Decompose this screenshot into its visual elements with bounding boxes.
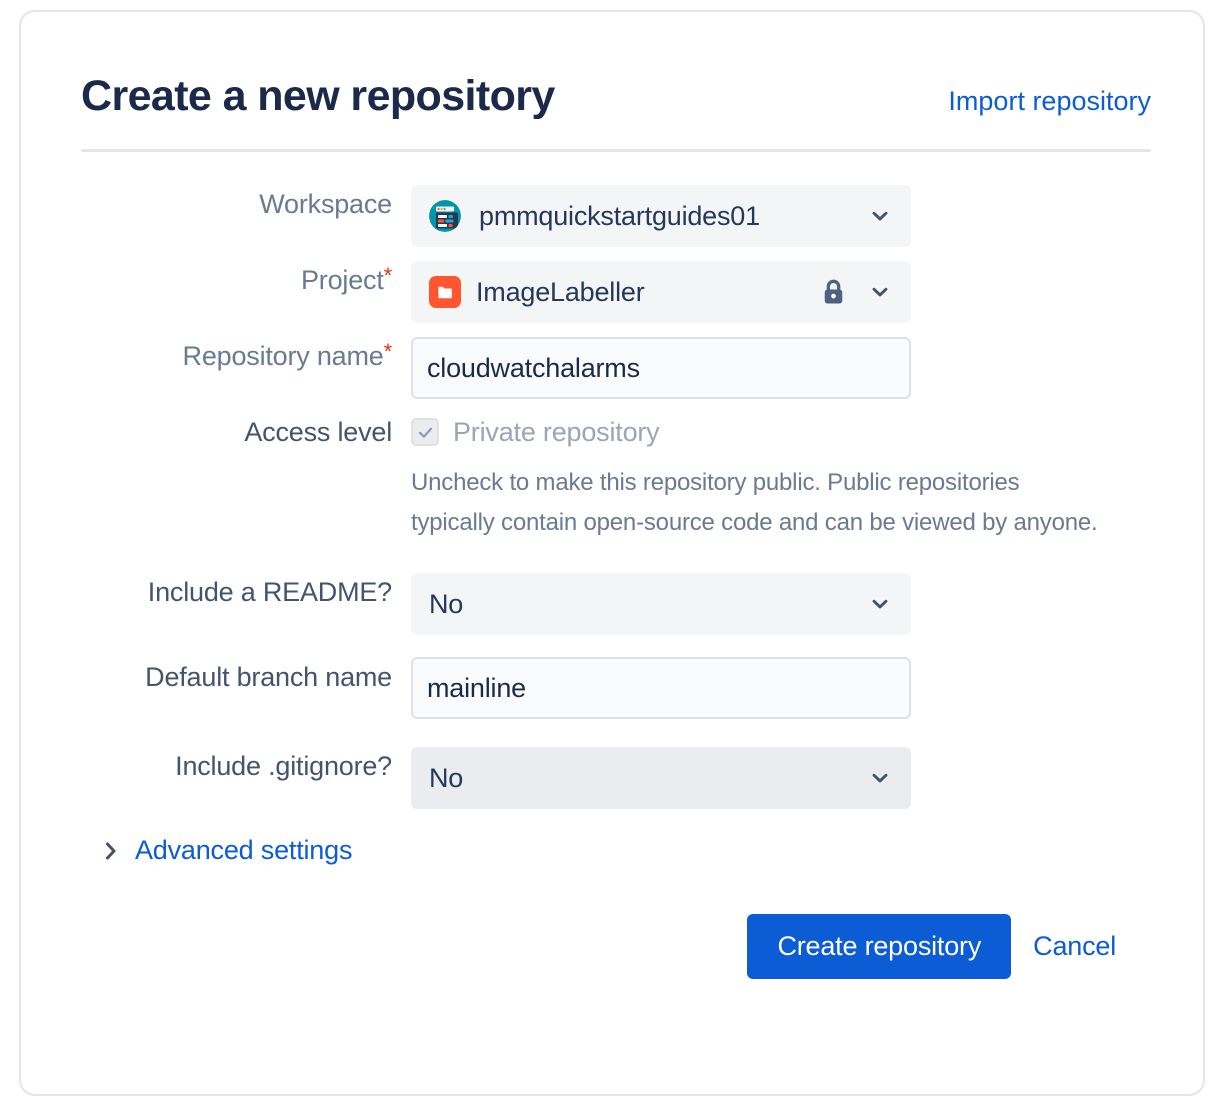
check-icon	[418, 427, 432, 438]
default-branch-name-input[interactable]	[411, 657, 911, 720]
workspace-control: pmmquickstartguides01	[411, 185, 1151, 248]
field-row-repository-name: Repository name*	[81, 337, 1151, 400]
import-repository-link[interactable]: Import repository	[948, 86, 1151, 116]
private-repository-label: Private repository	[453, 416, 660, 447]
chevron-down-icon	[869, 205, 891, 227]
repository-name-label-text: Repository name	[182, 341, 384, 372]
repository-name-input[interactable]	[411, 337, 911, 400]
project-label-text: Project	[300, 265, 384, 296]
lock-icon	[820, 277, 847, 307]
workspace-select[interactable]: pmmquickstartguides01	[411, 185, 911, 248]
project-folder-icon	[429, 276, 461, 309]
include-readme-value: No	[429, 588, 464, 619]
access-level-control: Private repository Uncheck to make this …	[411, 413, 1151, 543]
dialog-footer: Create repository Cancel	[81, 914, 1151, 980]
card-content: Create a new repository Import repositor…	[21, 12, 1203, 980]
chevron-down-icon	[869, 767, 891, 789]
include-gitignore-value: No	[429, 762, 464, 793]
advanced-settings-label: Advanced settings	[135, 835, 353, 866]
include-gitignore-control: No	[411, 747, 1151, 810]
field-row-project: Project* ImageLabeller	[81, 261, 1151, 324]
access-level-label: Access level	[244, 417, 392, 448]
header-divider	[81, 149, 1151, 153]
default-branch-name-label: Default branch name	[145, 662, 392, 693]
field-row-include-gitignore: Include .gitignore? No	[81, 747, 1151, 810]
advanced-settings-toggle[interactable]: Advanced settings	[103, 835, 352, 866]
project-label: Project*	[81, 261, 411, 299]
include-readme-control: No	[411, 573, 1151, 636]
project-select[interactable]: ImageLabeller	[411, 261, 911, 324]
default-branch-name-control	[411, 657, 1151, 720]
include-gitignore-select[interactable]: No	[411, 747, 911, 810]
field-row-include-readme: Include a README? No	[81, 573, 1151, 636]
include-readme-label: Include a README?	[147, 577, 392, 608]
workspace-label: Workspace	[259, 189, 392, 220]
project-control: ImageLabeller	[411, 261, 1151, 324]
page-title: Create a new repository	[81, 72, 555, 120]
workspace-value: pmmquickstartguides01	[479, 200, 760, 231]
repository-name-required-marker: *	[383, 339, 393, 365]
include-readme-select[interactable]: No	[411, 573, 911, 636]
repository-name-label: Repository name*	[81, 337, 411, 375]
create-repository-card: Create a new repository Import repositor…	[19, 10, 1205, 1096]
private-repository-checkbox[interactable]	[411, 418, 439, 447]
create-repository-form: Workspace	[81, 185, 1151, 980]
cancel-button[interactable]: Cancel	[1033, 931, 1116, 962]
field-row-default-branch-name: Default branch name	[81, 657, 1151, 720]
dialog-header: Create a new repository Import repositor…	[81, 72, 1151, 120]
private-repository-checkbox-row[interactable]: Private repository	[411, 413, 1151, 451]
repository-name-control	[411, 337, 1151, 400]
access-level-help-text: Uncheck to make this repository public. …	[411, 469, 1098, 537]
field-row-access-level: Access level Private repository Uncheck …	[81, 413, 1151, 543]
field-row-workspace: Workspace	[81, 185, 1151, 248]
chevron-down-icon	[869, 281, 891, 303]
create-repository-button[interactable]: Create repository	[747, 914, 1012, 980]
chevron-right-icon	[103, 840, 119, 862]
project-value: ImageLabeller	[476, 276, 645, 307]
project-required-marker: *	[383, 263, 393, 289]
include-gitignore-label: Include .gitignore?	[175, 751, 392, 782]
chevron-down-icon	[869, 593, 891, 615]
workspace-avatar-icon	[429, 200, 461, 233]
